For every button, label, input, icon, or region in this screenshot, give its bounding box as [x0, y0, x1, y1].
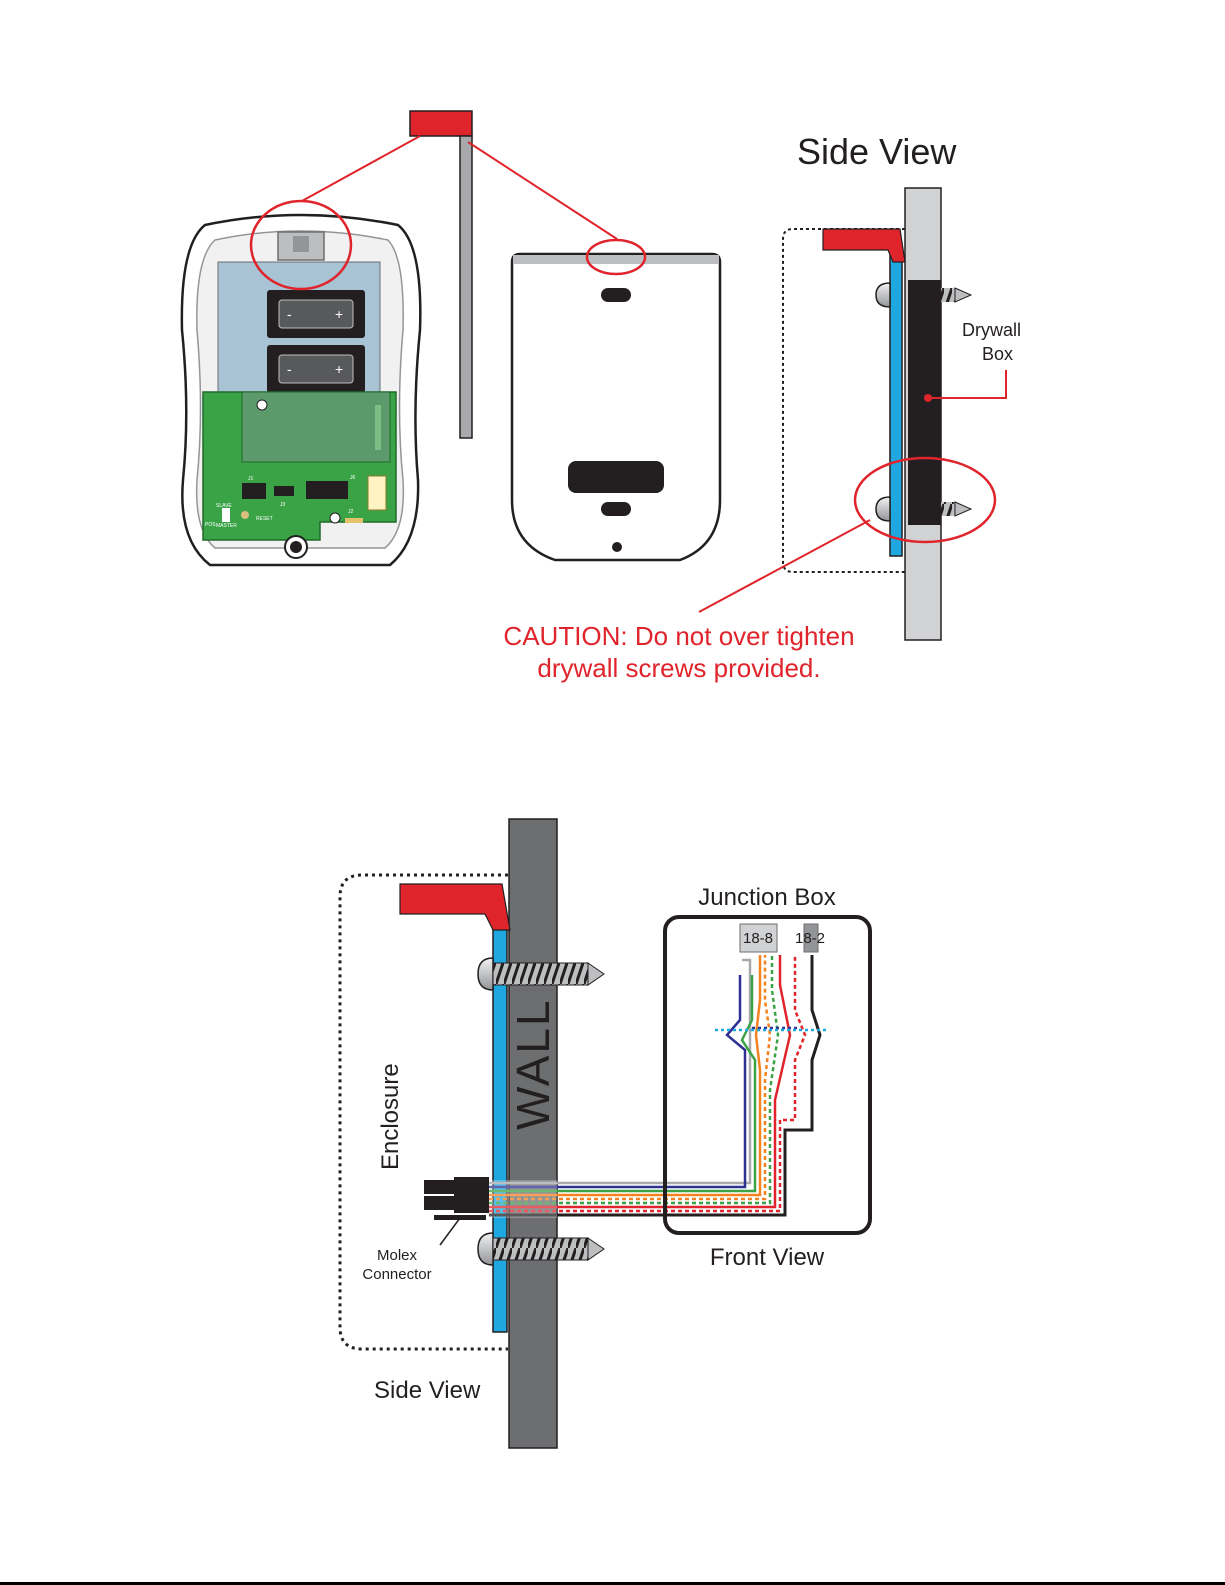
side-view-label: Side View [374, 1377, 481, 1404]
cable-18-8-label: 18-8 [743, 930, 773, 947]
battery-icon: - + [267, 345, 365, 393]
wall-label: WALL [507, 998, 559, 1130]
pcb-label-slave: SLAVE [216, 503, 232, 509]
caution-line2: drywall screws provided. [537, 653, 820, 683]
side-view-illustration [783, 188, 1006, 640]
pcb-label-reset: RESET [256, 516, 273, 522]
pcb-label-j1: J1 [248, 476, 254, 482]
drywall-box-label-line2: Box [982, 344, 1013, 364]
closed-cover-illustration [512, 254, 720, 560]
caution-line1: CAUTION: Do not over tighten [503, 621, 854, 651]
pcb-label-j3: J3 [280, 502, 286, 508]
wall-screw-icon [478, 958, 604, 990]
pcb-label-j2: J2 [348, 509, 354, 515]
svg-text:-: - [287, 361, 292, 377]
wall-illustration [509, 819, 557, 1448]
pcb-label-j6: J6 [350, 475, 356, 481]
svg-text:+: + [335, 361, 343, 377]
molex-label-line2: Connector [362, 1266, 431, 1283]
red-tab [400, 884, 510, 930]
svg-text:+: + [335, 306, 343, 322]
wall-screw-icon [478, 1233, 604, 1265]
battery-icon: - + [267, 290, 365, 338]
junction-box [665, 917, 870, 1233]
junction-box-title: Junction Box [698, 884, 835, 911]
side-view-title: Side View [797, 131, 957, 172]
molex-connector-icon [424, 1177, 489, 1245]
enclosure-label: Enclosure [377, 1063, 404, 1170]
pcb-label-master: MASTER [216, 523, 237, 529]
caution-leader [699, 520, 870, 612]
open-enclosure-illustration: - + - + J1 J3 J6 J2 SLAVE MASTER RESET P… [182, 215, 420, 565]
front-view-label: Front View [710, 1244, 825, 1271]
svg-text:-: - [287, 306, 292, 322]
molex-label-line1: Molex [377, 1247, 418, 1264]
drywall-box-label-line1: Drywall [962, 320, 1021, 340]
pcb-label-pos: POS [205, 522, 216, 528]
cable-18-2-label: 18-2 [795, 930, 825, 947]
